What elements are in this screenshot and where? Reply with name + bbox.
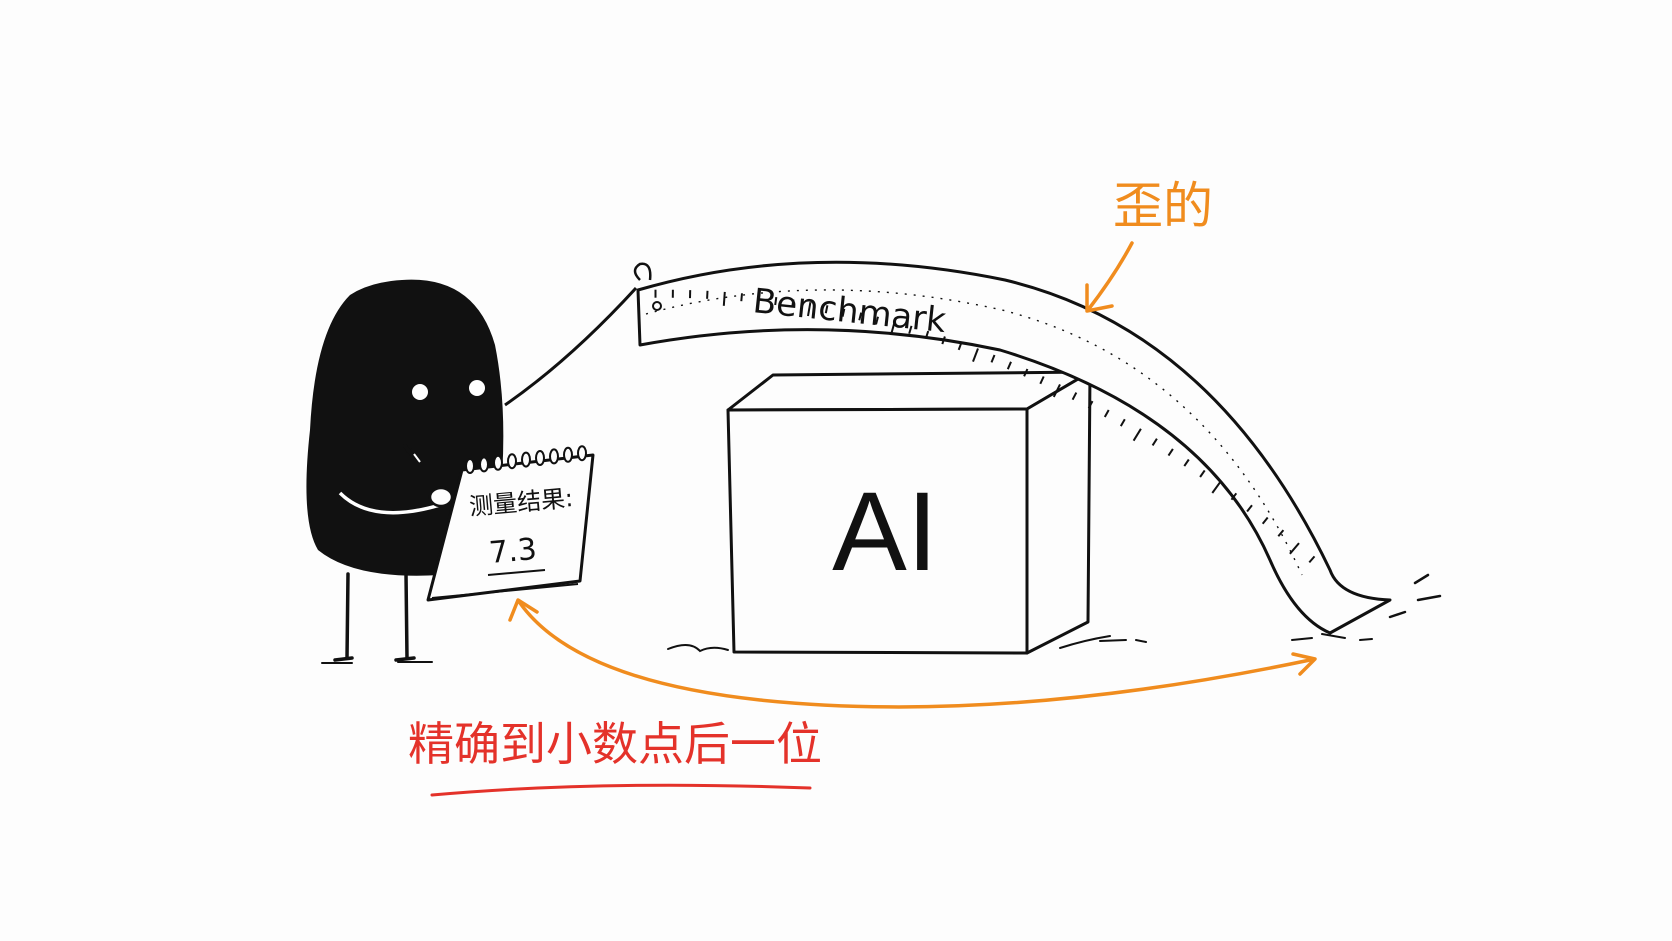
arm [338, 491, 441, 515]
notepad-value: 7.3 [488, 532, 539, 571]
ruler-body [636, 260, 1392, 635]
ai-box-side [1025, 370, 1092, 655]
leg-right [404, 572, 409, 660]
pen [403, 444, 454, 508]
notepad-ring [479, 456, 489, 473]
ruler-tick [1289, 542, 1300, 555]
ground-lines [321, 633, 1373, 664]
hand [428, 486, 454, 508]
ruler-ticks [654, 289, 1316, 564]
notepad-rings [465, 445, 587, 474]
annotation-precision: 精确到小数点后一位 [408, 717, 822, 771]
notepad-sheet [426, 453, 595, 602]
notepad-ring [577, 445, 587, 462]
ruler-tick [1167, 448, 1174, 457]
skewed-arrow-icon [1085, 241, 1134, 313]
ruler-tick [924, 330, 930, 340]
ai-box-front [726, 407, 1029, 655]
notepad-ring [493, 454, 503, 471]
ruler-tick [875, 316, 879, 325]
ruler-tick [841, 308, 846, 317]
ruler-tick [858, 312, 863, 321]
annotation-skewed: 歪的 [1113, 177, 1213, 235]
notepad-ring [507, 453, 517, 470]
ruler-tick [1261, 516, 1269, 525]
ruler-loop [633, 262, 652, 281]
ruler-tick [1039, 376, 1045, 385]
benchmark-ruler: Benchmark [633, 260, 1442, 635]
eye-right [469, 380, 485, 396]
notepad-ring [563, 446, 573, 463]
eye-left [412, 384, 428, 400]
string [504, 286, 638, 407]
ruler-tick [1119, 418, 1126, 427]
ai-box-label: AI [832, 469, 938, 594]
ruler-tick [1151, 438, 1158, 446]
ruler-tick [757, 294, 761, 304]
notepad-ring [549, 448, 559, 465]
precision-underline [430, 783, 812, 797]
ruler-tick [1071, 392, 1078, 401]
ruler-tick [1052, 383, 1061, 398]
ruler-tick [1230, 492, 1238, 501]
ruler-hole-icon [652, 301, 662, 311]
measurement-arrow [508, 598, 1317, 709]
ruler-tick [1006, 361, 1012, 370]
ruler-tick [1183, 458, 1190, 467]
ruler-tick [1277, 529, 1285, 537]
ruler-tick [957, 341, 963, 351]
ruler-tick [1087, 400, 1094, 409]
ruler-tick [1132, 428, 1142, 442]
arrowhead-left-icon [508, 598, 539, 622]
ruler-tick [941, 336, 946, 345]
ruler-tick [1023, 368, 1029, 377]
ruler-tick [890, 320, 896, 335]
leg-left [345, 572, 350, 660]
notepad-ring [521, 451, 531, 468]
notepad-ring [465, 458, 475, 474]
notepad-ring [535, 450, 545, 466]
ruler-tick [1246, 504, 1253, 513]
ruler-tick [972, 348, 979, 362]
ruler-tick [1103, 409, 1110, 418]
ruler-tick [1308, 555, 1316, 564]
ruler-tick [1199, 469, 1206, 478]
ruler-tick [722, 291, 726, 306]
ruler-tick [807, 302, 812, 317]
ruler-tick [774, 296, 778, 306]
notepad: 测量结果: 7.3 [426, 445, 595, 602]
ruler-tick [990, 354, 996, 363]
ruler-tick [740, 293, 743, 302]
ruler-tick [824, 305, 829, 314]
ruler-tick [908, 325, 913, 334]
ruler-tick [791, 299, 795, 308]
arrowhead-right-icon [1291, 652, 1317, 676]
ruler-tick [1211, 481, 1222, 494]
